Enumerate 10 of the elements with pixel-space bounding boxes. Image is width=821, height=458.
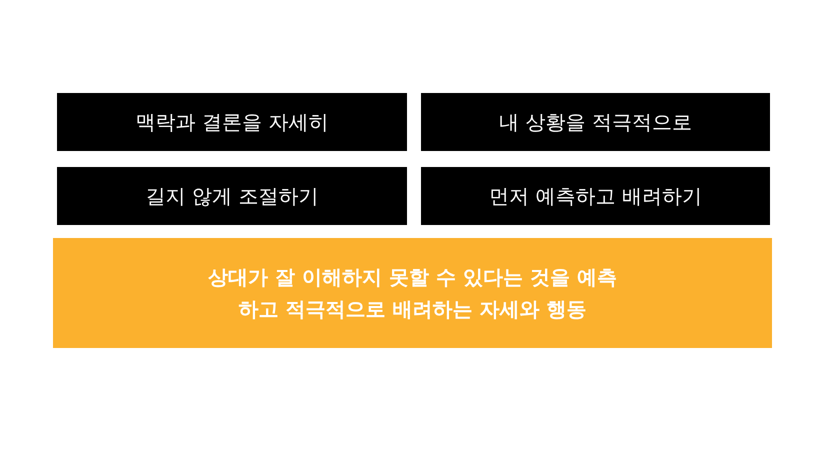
panel-text: 맥락과 결론을 자세히: [136, 109, 328, 136]
panel-text: 먼저 예측하고 배려하기: [489, 183, 702, 210]
highlight-panel: [53, 238, 772, 348]
panel-text: 내 상황을 적극적으로: [499, 109, 692, 136]
text-panel: [421, 93, 770, 151]
text-panel: [57, 167, 407, 225]
panel-text: 길지 않게 조절하기: [146, 183, 318, 210]
text-panel: [57, 93, 407, 151]
panel-text: 상대가 잘 이해하지 못할 수 있다는 것을 예측하고 적극적으로 배려하는 자세와 행동: [207, 264, 618, 323]
text-panel: [421, 167, 770, 225]
